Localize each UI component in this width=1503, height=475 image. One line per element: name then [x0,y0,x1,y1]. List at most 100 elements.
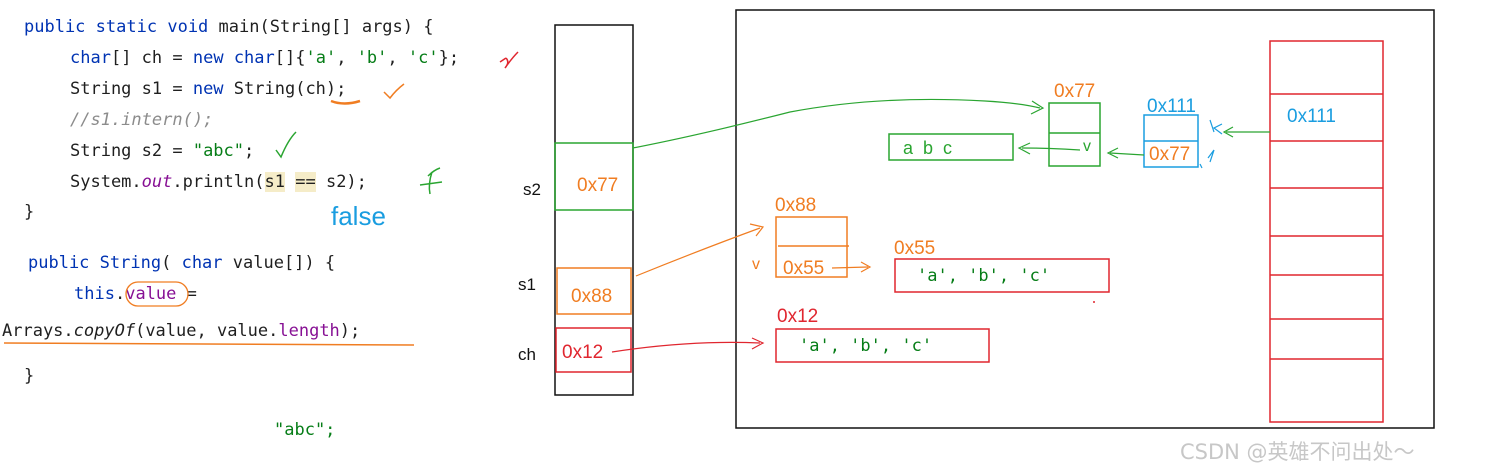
abc-text: a b c [903,138,953,158]
code-abc-tail: "abc"; [274,420,335,440]
code-text: ( [161,253,182,273]
underline-ch [330,99,361,105]
underline-copyof [3,342,415,346]
code-text: }; [438,48,460,68]
kw-this: this [74,284,115,304]
code-text: s2); [315,172,367,192]
code-line-println: System.out.println(s1 == s2); [70,172,367,192]
string-literal: "abc" [192,141,245,161]
kw-new: new [192,48,224,68]
ch-arg: ch [305,79,326,99]
addr-0x88: 0x88 [775,195,817,216]
value-field: value [125,284,177,304]
arrowhead [1030,100,1045,115]
comment-intern: //s1.intern(); [70,110,214,130]
dot [1093,301,1095,303]
circle-value [125,281,189,307]
kw-char: char [233,48,275,68]
check-mark-red [499,51,519,69]
watermark: CSDN @英雄不问出处～ [1180,440,1415,464]
kw-public: public [28,253,90,273]
stack-value-s1: 0x88 [571,286,613,307]
label-s2: s2 [523,180,541,199]
value-0x55-orange: 0x55 [783,258,825,279]
arrowhead [1017,142,1031,155]
string-literal: "abc"; [274,420,336,440]
code-text: . [114,284,126,304]
arrowhead [1106,147,1119,159]
kw-new: new [192,79,224,99]
main-sig: main(String[] args) { [218,17,434,37]
pool-addr-0x111: 0x111 [1287,106,1336,127]
label-s1: s1 [518,275,536,294]
code-line-main: public static void main(String[] args) { [24,17,433,37]
class-string: String [99,253,162,273]
stack-slot-ch [555,327,632,373]
kw-public: public [24,17,86,37]
s1-highlight: s1 [264,172,285,192]
char-literal: 'b' [356,48,388,68]
addr-0x12: 0x12 [777,306,819,327]
eq-highlight: == [295,172,316,192]
code-text: , [336,48,357,68]
code-text: Arrays. [2,321,74,341]
brace: } [24,366,35,386]
arrowhead [751,337,765,350]
check-mark-green [275,131,297,159]
code-close-brace: } [24,202,34,222]
array-0x55-text: 'a', 'b', 'c' [917,266,1051,286]
arrow-0x111-to-0x77 [1109,152,1145,156]
code-line-s2: String s2 = "abc"; [70,141,254,161]
copyof-method: copyOf [73,321,136,341]
check-mark-orange [383,83,405,100]
addr-0x55: 0x55 [894,238,936,259]
code-text: [] ch = [110,48,193,68]
code-line-s1: String s1 = new String(ch); [70,79,346,99]
label-ch: ch [518,345,536,364]
char-literal: 'a' [305,48,337,68]
v-mark-green: v [1083,138,1091,155]
stack-slot-s1 [556,267,632,315]
f-mark-green [419,167,443,195]
string-pool-table [1269,40,1384,423]
code-text: []{ [274,48,306,68]
heap-frame [735,9,1435,429]
arrow-s1-to-0x88 [635,227,761,277]
result-false: false [331,201,386,231]
arrowhead [1222,126,1234,138]
kw-char: char [181,253,223,273]
char-array-abc [888,133,1014,161]
code-line-comment: //s1.intern(); [70,110,213,130]
kw-void: void [167,17,209,37]
code-close-brace-2: } [24,366,34,386]
v-mark-orange: v [752,256,760,273]
out-field: out [141,172,173,192]
code-line-char-array: char[] ch = new char[]{'a', 'b', 'c'}; [70,48,459,68]
code-text: , [387,48,408,68]
blue-marks [1199,119,1223,169]
arrow-s2-to-0x77 [632,98,1041,149]
code-line-ctor: public String( char value[]) { [28,253,335,273]
code-line-copyof: Arrays.copyOf(value, value.length); [2,321,360,341]
arrowhead [749,223,765,237]
length-field: length [278,321,340,341]
code-text: ); [325,79,347,99]
code-text: String s1 = [70,79,193,99]
arrow-0x77-to-abc [1021,147,1081,151]
code-text: value[]) { [222,253,336,273]
code-line-this-value: this.value = [74,284,197,304]
stack-slot-s2 [554,142,634,211]
char-array-0x12 [775,328,990,363]
addr-0x77: 0x77 [1054,81,1096,102]
arrow-0x88-to-0x55 [831,266,869,269]
stack-value-s2: 0x77 [577,175,619,196]
code-text: ; [244,141,255,161]
kw-char: char [70,48,111,68]
arrow-ch-to-0x12 [611,341,761,353]
code-text: ); [339,321,361,341]
code-text: String s2 = [70,141,193,161]
array-0x12-text: 'a', 'b', 'c' [799,336,933,356]
string-object-0x88 [775,216,848,278]
code-text: = [176,284,197,304]
